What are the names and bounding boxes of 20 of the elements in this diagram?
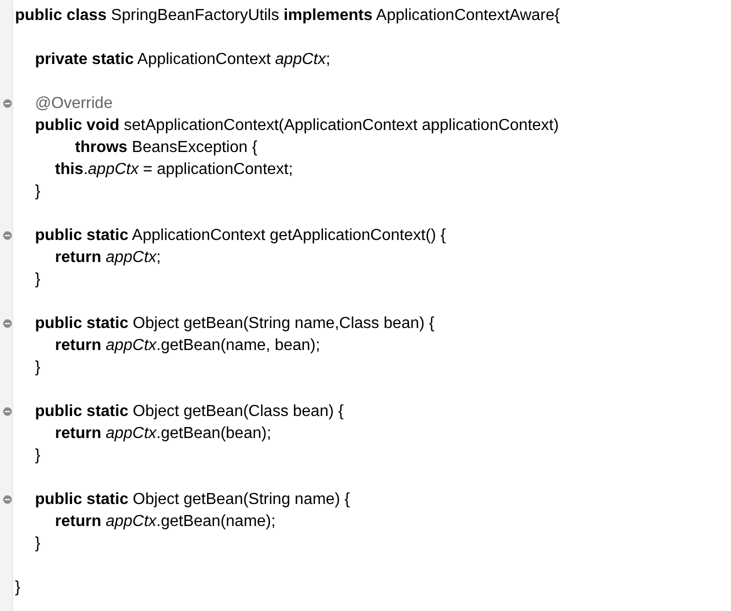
code-line: private static ApplicationContext appCtx;	[35, 50, 330, 70]
code-line: throws BeansException {	[75, 138, 258, 158]
code-line: }	[35, 534, 40, 554]
code-line: return appCtx.getBean(name, bean);	[55, 336, 320, 356]
code-line: public class SpringBeanFactoryUtils implements ApplicationContextAware{	[15, 6, 560, 26]
code-line: }	[35, 182, 40, 202]
code-line: public static Object getBean(String name,Class bean) {	[35, 314, 434, 334]
code-line: public static Object getBean(String name) {	[35, 490, 350, 510]
code-line: }	[35, 358, 40, 378]
code-line: return appCtx.getBean(bean);	[55, 424, 272, 444]
annotation-line: @Override	[35, 94, 113, 114]
code-line: public static Object getBean(Class bean) {	[35, 402, 344, 422]
code-line: public static ApplicationContext getApplicationContext() {	[35, 226, 446, 246]
code-line: }	[15, 578, 20, 598]
code-line: this.appCtx = applicationContext;	[55, 160, 293, 180]
code-line: return appCtx.getBean(name);	[55, 512, 276, 532]
code-line: }	[35, 270, 40, 290]
code-line: return appCtx;	[55, 248, 161, 268]
code-line: public void setApplicationContext(ApplicationContext applicationContext)	[35, 116, 559, 136]
code-line: }	[35, 446, 40, 466]
